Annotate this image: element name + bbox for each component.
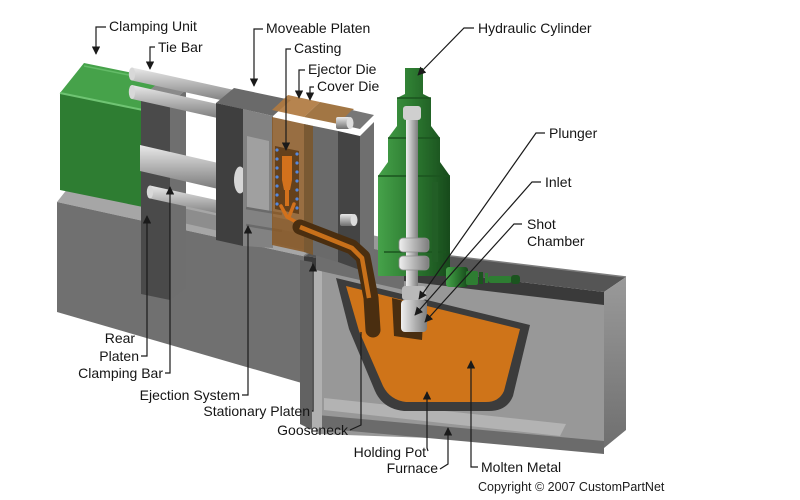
furnace-left-inner-lip	[312, 268, 322, 430]
tie-bar-top-rear	[132, 67, 250, 107]
label-plunger: Plunger	[418, 125, 598, 300]
leader-stationary-platen	[308, 263, 318, 412]
casting-sprue	[285, 188, 289, 206]
leader-clamping-bar	[165, 186, 175, 374]
leader-ejection-system	[242, 225, 253, 396]
ejector-pins-dots	[275, 148, 299, 210]
label-ejection-system: Ejection System	[140, 225, 253, 403]
label-casting-text: Casting	[294, 40, 341, 56]
label-tie-bar: Tie Bar	[145, 39, 203, 70]
label-shot-chamber-text: Shot Chamber	[527, 216, 585, 249]
stationary-platen-shape	[336, 110, 374, 270]
leader-molten-metal	[466, 360, 478, 468]
leader-holding-pot	[422, 391, 432, 452]
label-moveable-platen-text: Moveable Platen	[266, 20, 370, 36]
stationary-platen-side	[360, 122, 374, 270]
ejection-housing-window	[247, 136, 269, 212]
stationary-platen-front	[338, 131, 360, 270]
furnace-right-side	[604, 277, 626, 448]
label-stationary-platen-text: Stationary Platen	[203, 403, 310, 419]
molten-metal-shape	[346, 286, 520, 402]
hydraulic-cylinder-shape	[378, 68, 520, 287]
leader-clamping-unit	[91, 26, 106, 55]
plunger-collar-2	[398, 255, 430, 271]
label-shot-chamber: Shot Chamber	[424, 216, 585, 323]
gooseneck-channel	[299, 224, 372, 299]
label-ejector-die-text: Ejector Die	[308, 61, 377, 77]
machine-illustration	[57, 63, 627, 454]
tie-bar-stub-top	[336, 117, 350, 129]
tie-bar-stub-bottom-cap	[350, 214, 358, 226]
label-clamping-bar: Clamping Bar	[78, 186, 175, 381]
clamping-unit-edge-highlight	[59, 92, 144, 111]
casting-shape	[282, 156, 292, 190]
hydraulic-cylinder-groove	[432, 182, 438, 262]
leader-casting	[281, 48, 291, 151]
tie-bar-top-front	[132, 85, 240, 123]
label-holding-pot: Holding Pot	[354, 391, 432, 460]
label-plunger-text: Plunger	[549, 125, 598, 141]
furnace-left-edge	[300, 260, 312, 430]
label-clamping-unit-text: Clamping Unit	[109, 18, 197, 34]
label-inlet-text: Inlet	[545, 174, 572, 190]
label-layer: Clamping Unit Tie Bar Moveable Platen Ca…	[78, 18, 665, 494]
leader-plunger	[418, 132, 545, 300]
label-stationary-platen: Stationary Platen	[203, 263, 318, 419]
label-casting: Casting	[281, 40, 341, 151]
label-rear-platen-text: Rear Platen	[99, 330, 139, 364]
furnace-bottom-wall	[306, 414, 604, 454]
leader-inlet	[414, 181, 541, 316]
label-holding-pot-text: Holding Pot	[354, 444, 426, 460]
tie-bar-top-front-end	[128, 85, 136, 99]
copyright-text: Copyright © 2007 CustomPartNet	[478, 480, 665, 494]
label-hydraulic-cylinder-text: Hydraulic Cylinder	[478, 20, 592, 36]
leader-moveable-platen	[249, 28, 263, 87]
label-furnace-text: Furnace	[387, 460, 439, 476]
leader-rear-platen	[141, 215, 152, 357]
tie-bar-stub-top-cap	[346, 117, 354, 129]
furnace-inner-floor-highlight	[324, 398, 566, 436]
leader-hydraulic-cylinder	[417, 27, 474, 76]
label-moveable-platen: Moveable Platen	[249, 20, 370, 87]
leader-tie-bar	[145, 46, 155, 70]
label-cover-die: Cover Die	[305, 78, 379, 101]
label-furnace: Furnace	[387, 427, 453, 476]
casting-runner	[279, 202, 300, 225]
plunger-rod	[406, 112, 418, 332]
label-molten-metal-text: Molten Metal	[481, 459, 561, 475]
clamping-unit-front	[60, 93, 143, 207]
label-ejector-die: Ejector Die	[294, 61, 377, 99]
tie-bar-top-rear-end	[128, 67, 136, 81]
label-hydraulic-cylinder: Hydraulic Cylinder	[417, 20, 592, 76]
clamping-bar-shape	[140, 145, 240, 194]
leader-shot-chamber	[424, 223, 522, 323]
label-inlet: Inlet	[414, 174, 572, 316]
ejector-die-shape	[272, 95, 320, 252]
inlet-valve-shape	[446, 267, 520, 287]
label-ejection-system-text: Ejection System	[140, 387, 240, 403]
label-tie-bar-text: Tie Bar	[158, 39, 203, 55]
plunger-coupler	[402, 286, 426, 300]
moveable-platen-front	[216, 103, 243, 246]
plunger-rod-top-cap	[403, 106, 421, 120]
tie-bar-stub-bottom	[340, 214, 354, 226]
label-gooseneck: Gooseneck	[277, 332, 362, 438]
label-clamping-unit: Clamping Unit	[91, 18, 197, 55]
ejection-system-shape	[243, 109, 283, 248]
label-cover-die-text: Cover Die	[317, 78, 379, 94]
label-gooseneck-text: Gooseneck	[277, 422, 349, 438]
label-rear-platen: Rear Platen	[99, 215, 152, 364]
label-clamping-bar-text: Clamping Bar	[78, 365, 163, 381]
plunger-collar-1	[398, 237, 430, 253]
leader-cover-die	[305, 86, 315, 101]
tie-bar-bottom-front-end	[146, 185, 154, 199]
leader-furnace	[439, 427, 453, 470]
label-molten-metal: Molten Metal	[466, 360, 561, 475]
leader-gooseneck	[349, 332, 362, 431]
plunger-tip	[401, 300, 427, 332]
moveable-platen-top	[216, 88, 291, 116]
leader-ejector-die	[294, 69, 305, 99]
